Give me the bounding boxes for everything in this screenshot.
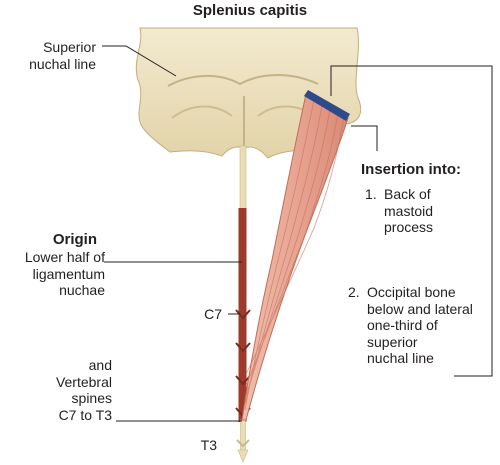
spinous-process-c7 bbox=[235, 309, 251, 320]
insertion-band bbox=[304, 90, 350, 121]
label-insertion-item1: Back of mastoid process bbox=[384, 186, 434, 235]
label-t3: T3 bbox=[200, 437, 217, 453]
leader-insertion-mastoid bbox=[351, 125, 378, 151]
label-superior-nuchal-line: Superior nuchal line bbox=[29, 39, 96, 72]
spinous-process-t2 bbox=[235, 375, 251, 386]
splenius-capitis-muscle bbox=[241, 90, 350, 421]
superior-nuchal-line-ridge bbox=[167, 74, 319, 87]
ligamentum-nuchae-upper bbox=[239, 145, 247, 213]
label-c7: C7 bbox=[204, 306, 222, 322]
leader-insertion-occipital bbox=[330, 65, 493, 377]
occipital-shading-left bbox=[171, 105, 233, 119]
leader-lines bbox=[102, 45, 493, 422]
ligamentum-nuchae-lower-half bbox=[238, 208, 247, 422]
spinous-process-t1 bbox=[235, 342, 251, 353]
diagram-title: Splenius capitis bbox=[192, 2, 308, 19]
label-insertion-item1-number: 1. bbox=[365, 186, 377, 202]
leader-superior-nuchal-line bbox=[102, 45, 177, 77]
label-vertebral-spines: and Vertebral spines C7 to T3 bbox=[55, 357, 112, 423]
label-insertion-item2-number: 2. bbox=[348, 284, 360, 300]
label-origin-heading: Origin bbox=[52, 231, 97, 248]
label-insertion-heading: Insertion into: bbox=[361, 161, 461, 178]
label-origin-detail: Lower half of ligamentum nuchae bbox=[24, 249, 105, 298]
spinous-process-below-t3 bbox=[236, 439, 250, 448]
label-insertion-item2: Occipital bone below and lateral one-thi… bbox=[367, 284, 473, 366]
spine-arrow-tip bbox=[237, 449, 249, 463]
muscle-fibers bbox=[244, 99, 345, 411]
